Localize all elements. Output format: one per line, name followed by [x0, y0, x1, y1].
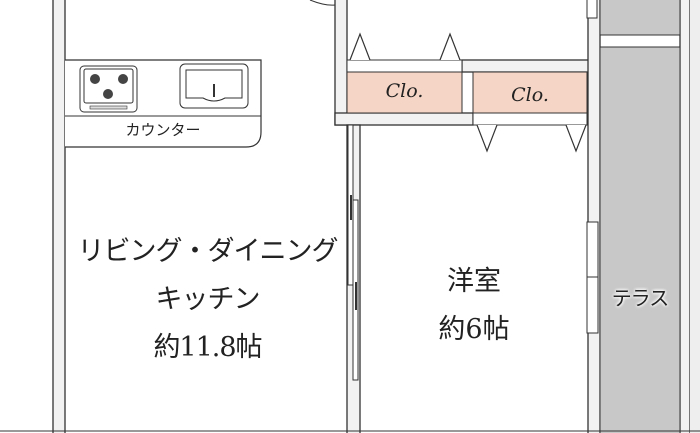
terrace-label: テラス [611, 286, 670, 310]
western-room-label: 洋室 約6帖 [360, 258, 588, 354]
ldk-name-1: リビング・ダイニング [77, 236, 339, 267]
sink-icon [179, 63, 249, 109]
terrace [599, 46, 681, 433]
terrace-upper [599, 0, 681, 36]
left-wall [52, 0, 66, 433]
closet2 [472, 71, 588, 114]
closet1-door [346, 59, 463, 73]
closet2-label: Clo. [511, 84, 549, 106]
stove-icon [79, 65, 138, 113]
ldk-closet-wall [334, 0, 348, 126]
closet1-label: Clo. [385, 80, 424, 102]
closet2-door-triangle [476, 124, 498, 153]
closet1-door-triangle [349, 32, 371, 61]
closet1-door-triangle [439, 32, 461, 61]
outer-strip [690, 0, 700, 433]
closet-top-wall [461, 59, 601, 73]
western-room-name: 洋室 [447, 266, 501, 297]
ldk-label: リビング・ダイニング キッチン 約11.8帖 [65, 228, 350, 372]
closet-bottom-wall [334, 112, 474, 126]
door-swing [309, 0, 336, 6]
outer-wall [679, 0, 691, 433]
closet1 [346, 71, 463, 114]
closet2-door-triangle [565, 124, 587, 153]
ldk-size: 約11.8帖 [153, 332, 262, 363]
window-top [586, 0, 598, 19]
counter-label: カウンター [125, 121, 201, 139]
right-wall [587, 0, 601, 433]
ldk-name-2: キッチン [155, 284, 261, 315]
western-room-size: 約6帖 [438, 314, 510, 345]
closet2-door [472, 112, 588, 126]
